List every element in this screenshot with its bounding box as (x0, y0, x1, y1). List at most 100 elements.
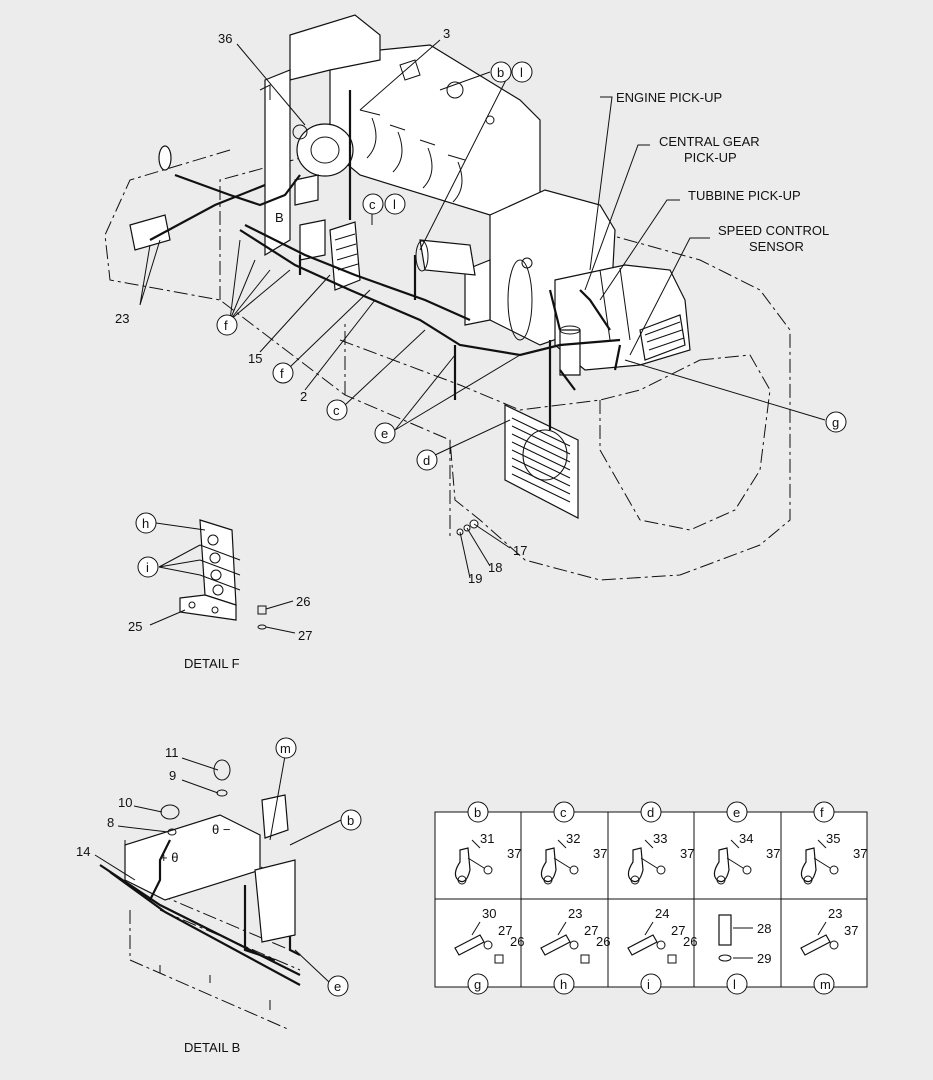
table-callout-h: h (560, 977, 567, 992)
callout-c: c (369, 197, 376, 212)
main-callouts: b l c l f f c e d g (216, 61, 847, 471)
label-18: 18 (488, 560, 502, 575)
leader (730, 839, 740, 849)
leader (733, 927, 753, 959)
table-callout-c: c (560, 805, 567, 820)
nut-icon (656, 865, 666, 875)
label-3: 3 (443, 26, 450, 41)
table-part-31: 31 (480, 831, 494, 846)
nut-icon (569, 865, 579, 875)
callout-l2: l (393, 197, 396, 212)
label-36: 36 (218, 31, 232, 46)
table-callout-l: l (733, 977, 736, 992)
detail-f-label-26: 26 (296, 594, 310, 609)
table-part-a: 30 (482, 906, 496, 921)
table-part-b: 27 (671, 923, 685, 938)
label-central-gear-pickup: PICK-UP (684, 150, 737, 165)
main-assembly (104, 14, 791, 581)
table-callout-b: b (474, 805, 481, 820)
leader (640, 857, 658, 869)
callout-d: d (423, 453, 430, 468)
table-callout-d: d (647, 805, 654, 820)
label-23: 23 (115, 311, 129, 326)
nut-icon (742, 865, 752, 875)
table-part-33: 33 (653, 831, 667, 846)
label-turbine-pickup: TUBBINE PICK-UP (688, 188, 801, 203)
leader (726, 857, 744, 869)
label-central-gear: CENTRAL GEAR (659, 134, 760, 149)
callout-c2: c (333, 403, 340, 418)
detail-b-title: DETAIL B (184, 1040, 240, 1055)
leader (644, 921, 654, 936)
callout-g: g (832, 415, 839, 430)
label-engine-pickup: ENGINE PICK-UP (616, 90, 722, 105)
table-callout-circle (553, 801, 575, 823)
table-part-c: 26 (596, 934, 610, 949)
nut-icon (483, 940, 493, 950)
clamp-icon (800, 934, 831, 956)
table-callout-circle (553, 973, 575, 995)
detail-b-callout-m: m (280, 741, 291, 756)
table-part-b: 27 (498, 923, 512, 938)
table-part-c: 26 (510, 934, 524, 949)
screw-icon (494, 954, 504, 964)
clamp-hole (716, 875, 726, 885)
clamp-icon (540, 934, 571, 956)
label-15: 15 (248, 351, 262, 366)
table-nut-e: 37 (766, 846, 780, 861)
table-part-b: 37 (844, 923, 858, 938)
clamp-hole (803, 875, 813, 885)
table-nut-b: 37 (507, 846, 521, 861)
table-callout-e: e (733, 805, 740, 820)
table-callout-g: g (474, 977, 481, 992)
nut-icon (829, 940, 839, 950)
callout-b: b (497, 65, 504, 80)
table-callout-i: i (647, 977, 650, 992)
leader (813, 857, 831, 869)
detail-b-callout-e: e (334, 979, 341, 994)
detail-b-label-11: 11 (165, 745, 179, 760)
table-callout-m: m (820, 977, 831, 992)
detail-f-label-27: 27 (298, 628, 312, 643)
leader (467, 857, 485, 869)
table-callout-f: f (820, 805, 824, 820)
detail-b-label-10: 10 (118, 795, 132, 810)
callout-f1: f (224, 318, 228, 333)
table-part-34: 34 (739, 831, 753, 846)
table-nut-c: 37 (593, 846, 607, 861)
leader (644, 839, 654, 849)
clamp-icon (454, 934, 485, 956)
detail-f-label-25: 25 (128, 619, 142, 634)
svg-text:θ −: θ − (212, 822, 230, 837)
table-part-a: 23 (828, 906, 842, 921)
leader-lines (139, 39, 826, 579)
washer-icon (718, 954, 732, 962)
label-speed-sensor: SENSOR (749, 239, 804, 254)
leader (817, 921, 827, 936)
leader (471, 839, 481, 849)
table-part-29: 29 (757, 951, 771, 966)
table-part-b: 27 (584, 923, 598, 938)
leader (553, 857, 571, 869)
nut-icon (656, 940, 666, 950)
screw-icon (580, 954, 590, 964)
table-part-c: 26 (683, 934, 697, 949)
table-part-28: 28 (757, 921, 771, 936)
table-callout-circle (467, 973, 489, 995)
radiator (504, 404, 579, 519)
alternator (296, 123, 354, 177)
table-callout-circle (726, 973, 748, 995)
table-part-a: 23 (568, 906, 582, 921)
detail-f-callout-h: h (142, 516, 149, 531)
callout-e: e (381, 426, 388, 441)
table-part-a: 24 (655, 906, 669, 921)
clamp-hole (457, 875, 467, 885)
leader (557, 839, 567, 849)
label-speed-control: SPEED CONTROL (718, 223, 829, 238)
sleeve-icon (718, 914, 732, 946)
table-part-35: 35 (826, 831, 840, 846)
leader (557, 921, 567, 936)
svg-text:+ θ: + θ (160, 850, 178, 865)
detail-b-label-14: 14 (76, 844, 90, 859)
